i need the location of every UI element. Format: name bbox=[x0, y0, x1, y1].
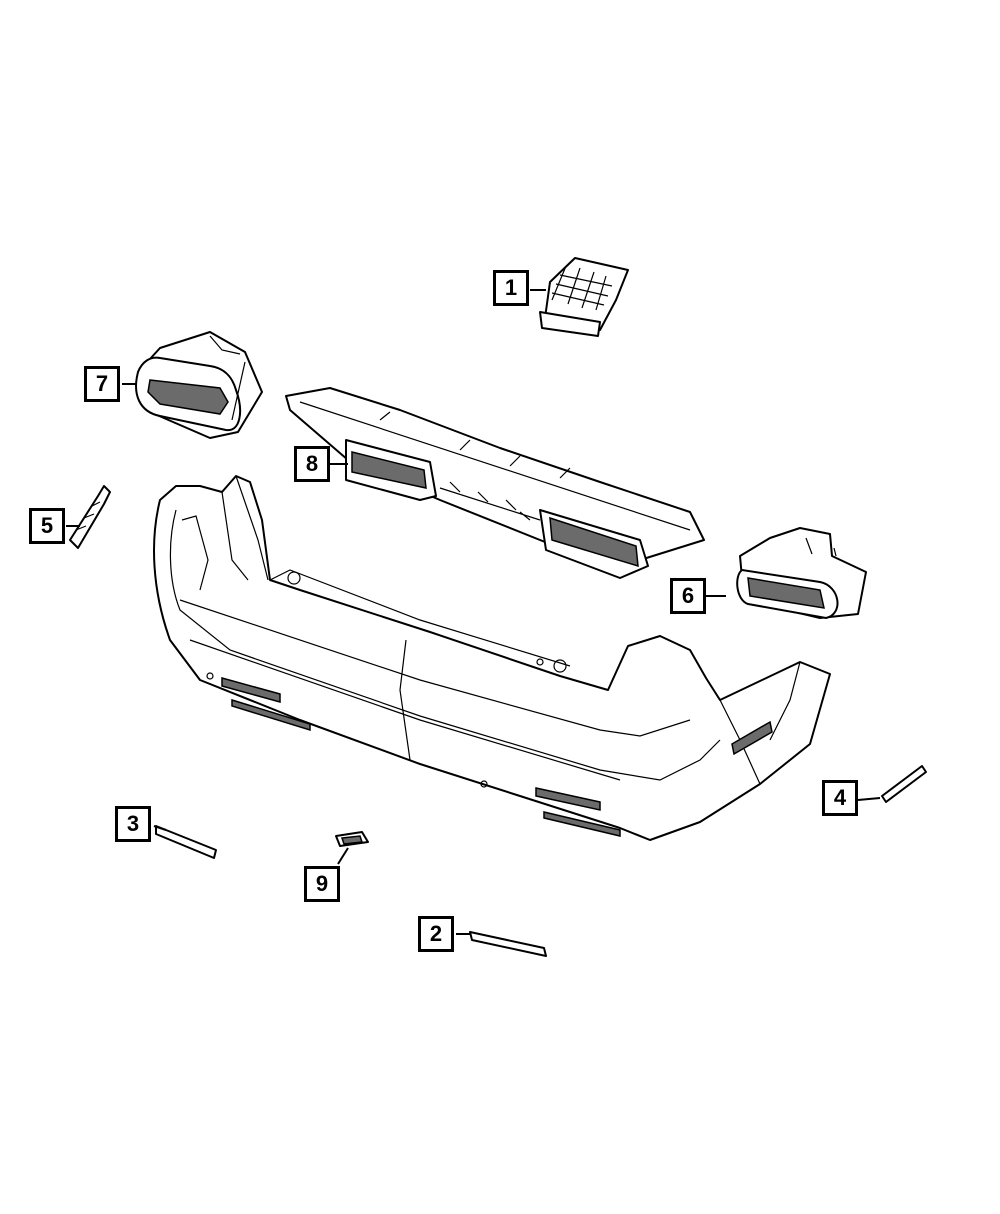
part-7-left-tail-lamp bbox=[135, 331, 263, 439]
part-5-bracket bbox=[69, 485, 111, 549]
part-3-reflector bbox=[155, 825, 217, 859]
callout-3: 3 bbox=[115, 806, 151, 842]
part-6-right-tail-lamp bbox=[736, 527, 867, 619]
callout-1: 1 bbox=[493, 270, 529, 306]
part-1-bracket bbox=[539, 257, 629, 337]
callout-9: 9 bbox=[304, 866, 340, 902]
part-2-reflector bbox=[469, 931, 547, 957]
callout-2: 2 bbox=[418, 916, 454, 952]
callout-5: 5 bbox=[29, 508, 65, 544]
part-4-reflector bbox=[881, 765, 927, 803]
callout-6: 6 bbox=[670, 578, 706, 614]
part-9-sensor bbox=[335, 831, 369, 847]
rear-bumper-fascia bbox=[153, 475, 831, 841]
callout-4: 4 bbox=[822, 780, 858, 816]
leader-lines bbox=[66, 289, 881, 935]
part-8-rear-panel-lamp bbox=[285, 387, 705, 579]
callout-8: 8 bbox=[294, 446, 330, 482]
callout-7: 7 bbox=[84, 366, 120, 402]
